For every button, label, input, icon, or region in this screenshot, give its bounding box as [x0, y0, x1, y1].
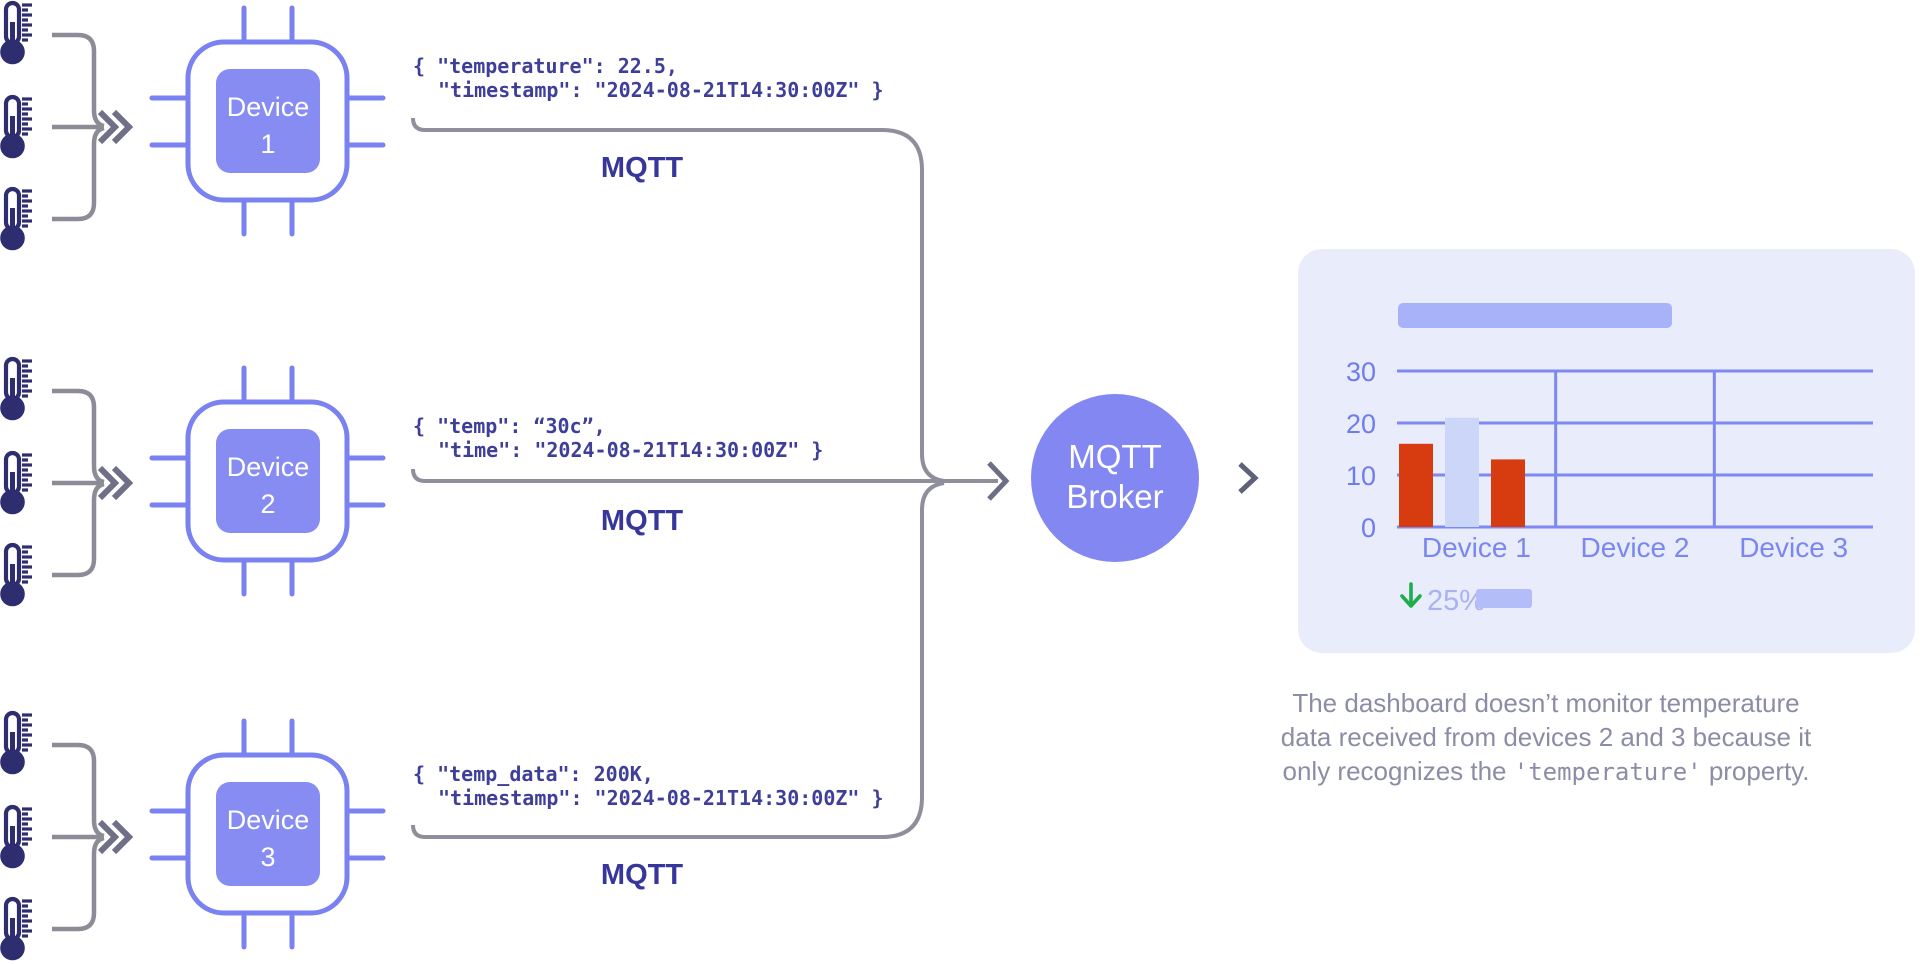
device-2-group: Device 2 { "temp": “30c”, "time": "2024-… — [0, 359, 998, 606]
broker-group: MQTT Broker — [987, 394, 1259, 562]
broker-label-line2: Broker — [1066, 478, 1163, 515]
caption-line-2: data received from devices 2 and 3 becau… — [1280, 722, 1812, 752]
y-tick-label: 30 — [1346, 357, 1376, 387]
device-3-label-line1: Device — [227, 805, 310, 835]
bar-sensor-reading-3 — [1491, 459, 1525, 527]
device-3-payload-line1: { "temp_data": 200K, — [413, 762, 654, 786]
caption-code-token: 'temperature' — [1513, 758, 1702, 786]
broker-out-arrowhead-icon — [1238, 462, 1259, 494]
caption-line-1: The dashboard doesn’t monitor temperatur… — [1292, 688, 1800, 718]
trend-badge: 25% — [1400, 582, 1532, 617]
y-tick-label: 0 — [1361, 513, 1376, 543]
device-2-label-line1: Device — [227, 452, 310, 482]
device-1-payload-line1: { "temperature": 22.5, — [413, 54, 678, 78]
y-tick-label: 20 — [1346, 409, 1376, 439]
device-3-group: Device 3 { "temp_data": 200K, "timestamp… — [0, 481, 945, 960]
device-1-group: Device 1 { "temperature": 22.5, "timesta… — [0, 3, 945, 483]
device-2-protocol-label: MQTT — [601, 505, 683, 537]
mqtt-broker-node — [1031, 394, 1199, 562]
x-category-label: Device 1 — [1422, 532, 1531, 563]
x-category-label: Device 3 — [1739, 532, 1848, 563]
device-2-label-line2: 2 — [260, 489, 275, 519]
bar-sensor-reading-1 — [1399, 443, 1433, 527]
caption-text: The dashboard doesn’t monitor temperatur… — [1266, 686, 1826, 789]
chart-title-placeholder — [1398, 303, 1672, 328]
device-1-payload-line2: "timestamp": "2024-08-21T14:30:00Z" } — [438, 78, 884, 102]
broker-in-arrowhead-icon — [987, 461, 1010, 501]
y-tick-label: 10 — [1346, 461, 1376, 491]
device-2-payload-line1: { "temp": “30c”, — [413, 414, 606, 438]
device-3-payload-line2: "timestamp": "2024-08-21T14:30:00Z" } — [438, 786, 884, 810]
device-1-label-line2: 1 — [260, 129, 275, 159]
device-3-protocol-label: MQTT — [601, 859, 683, 891]
device-1-protocol-label: MQTT — [601, 152, 683, 184]
broker-label-line1: MQTT — [1068, 438, 1161, 475]
trend-percentage: 25% — [1427, 585, 1485, 617]
trend-label-placeholder — [1476, 589, 1532, 608]
device-3-label-line2: 3 — [260, 842, 275, 872]
device-1-label-line1: Device — [227, 92, 310, 122]
device-3-pipe — [411, 481, 945, 839]
caption-line-3: only recognizes the 'temperature' proper… — [1282, 756, 1810, 786]
down-arrow-icon — [1400, 582, 1422, 608]
bar-sensor-reading-2 — [1445, 417, 1479, 527]
device-1-pipe — [411, 117, 945, 483]
device-2-payload-line2: "time": "2024-08-21T14:30:00Z" } — [438, 438, 823, 462]
x-category-label: Device 2 — [1581, 532, 1690, 563]
dashboard-panel — [1298, 249, 1915, 653]
device-2-pipe — [411, 468, 998, 483]
